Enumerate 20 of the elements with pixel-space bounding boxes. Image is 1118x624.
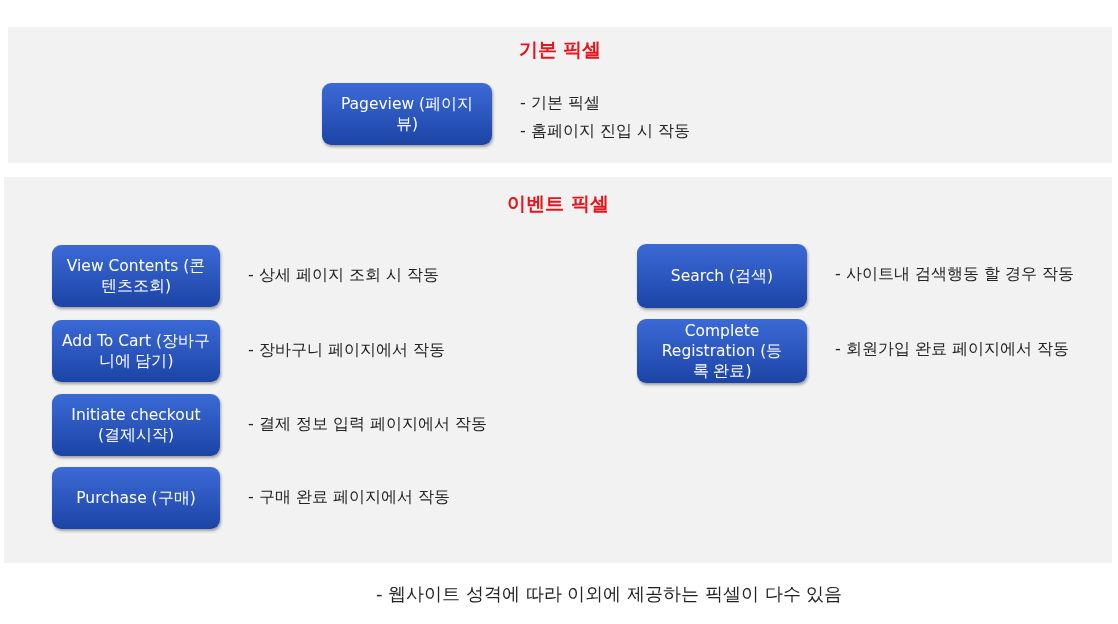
pixel-button: Search (검색) [637, 244, 807, 308]
section-panel [8, 27, 1112, 163]
description-text: - 회원가입 완료 페이지에서 작동 [835, 339, 1070, 360]
description-text: - 결제 정보 입력 페이지에서 작동 [248, 414, 488, 435]
section-heading: 이벤트 픽셀 [506, 191, 610, 216]
description-text: - 홈페이지 진입 시 작동 [520, 121, 691, 142]
description-text: - 장바구니 페이지에서 작동 [248, 340, 446, 361]
description-text: - 기본 픽셀 [520, 93, 600, 114]
note-text: - 웹사이트 성격에 따라 이외에 제공하는 픽셀이 다수 있음 [376, 582, 843, 606]
description-text: - 사이트내 검색행동 할 경우 작동 [835, 264, 1075, 285]
pixel-button: Complete Registration (등록 완료) [637, 319, 807, 383]
pixel-button: Add To Cart (장바구니에 담기) [52, 320, 220, 382]
pixel-button: View Contents (콘텐츠조회) [52, 245, 220, 307]
description-text: - 구매 완료 페이지에서 작동 [248, 487, 451, 508]
pixel-button: Initiate checkout (결제시작) [52, 394, 220, 456]
pixel-button: Purchase (구매) [52, 467, 220, 529]
section-heading: 기본 픽셀 [517, 37, 603, 62]
pixel-button: Pageview (페이지 뷰) [322, 83, 492, 145]
description-text: - 상세 페이지 조회 시 작동 [248, 265, 440, 286]
section-panel [4, 177, 1112, 563]
